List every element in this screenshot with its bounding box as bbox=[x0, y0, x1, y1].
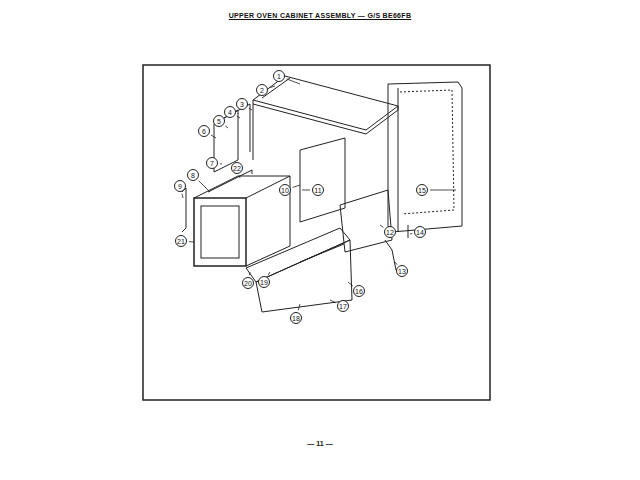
side-shield bbox=[340, 190, 392, 252]
callout-number: 13 bbox=[396, 265, 408, 277]
leader-line bbox=[293, 185, 300, 187]
leader-line bbox=[249, 108, 252, 110]
leader-line bbox=[395, 262, 397, 265]
leader-line bbox=[211, 135, 216, 138]
callout-number: 6 bbox=[198, 125, 210, 137]
bottom-trim bbox=[246, 228, 350, 282]
leader-line bbox=[268, 272, 270, 275]
leader-line bbox=[237, 116, 240, 118]
leader-line bbox=[225, 126, 228, 128]
callout-number: 17 bbox=[337, 300, 349, 312]
rear-frame-left bbox=[398, 88, 399, 232]
callout-number: 5 bbox=[213, 115, 225, 127]
callout-number: 10 bbox=[279, 184, 291, 196]
top-panel-edge bbox=[253, 100, 398, 134]
support bbox=[253, 104, 254, 160]
leader-line bbox=[270, 86, 275, 88]
leader-line bbox=[199, 181, 210, 192]
frame-border bbox=[143, 65, 490, 400]
callout-number: 9 bbox=[174, 180, 186, 192]
callout-number: 21 bbox=[175, 235, 187, 247]
side-strip bbox=[182, 188, 186, 232]
callout-number: 22 bbox=[231, 162, 243, 174]
leader-line bbox=[286, 79, 300, 84]
top-panel bbox=[253, 76, 398, 130]
liner-opening bbox=[201, 206, 239, 258]
trim-line bbox=[300, 244, 344, 262]
side-panel bbox=[300, 138, 345, 222]
leader-line bbox=[410, 233, 412, 234]
callout-number: 3 bbox=[236, 98, 248, 110]
page-title: UPPER OVEN CABINET ASSEMBLY — G/S BE66FB bbox=[229, 12, 412, 19]
rear-panel bbox=[388, 82, 462, 232]
callout-number: 2 bbox=[256, 84, 268, 96]
leader-line bbox=[302, 190, 310, 191]
callout-number: 15 bbox=[416, 184, 428, 196]
callout-number: 18 bbox=[290, 312, 302, 324]
leader-line bbox=[249, 272, 251, 275]
leader-line bbox=[298, 304, 300, 310]
page-number: — 11 — bbox=[307, 440, 332, 447]
leader-line bbox=[182, 194, 183, 198]
callout-number: 14 bbox=[414, 226, 426, 238]
liner-body bbox=[194, 176, 290, 266]
leader-line bbox=[220, 163, 222, 164]
liner-edge bbox=[246, 176, 290, 198]
leader-line bbox=[189, 241, 194, 242]
left-bracket-inner bbox=[224, 104, 250, 152]
callout-number: 11 bbox=[312, 184, 324, 196]
liner-flange bbox=[208, 170, 252, 192]
callout-number: 19 bbox=[258, 276, 270, 288]
leader-line bbox=[330, 300, 336, 303]
callout-number: 20 bbox=[242, 277, 254, 289]
callout-number: 4 bbox=[224, 106, 236, 118]
leader-line bbox=[430, 190, 456, 191]
lower-panel bbox=[256, 240, 352, 312]
rear-panel-detail bbox=[400, 90, 454, 214]
callout-number: 12 bbox=[384, 226, 396, 238]
leader-line bbox=[348, 282, 353, 286]
callout-number: 1 bbox=[273, 70, 285, 82]
leader-line bbox=[239, 176, 241, 178]
rear-frame-foot bbox=[408, 225, 409, 238]
callout-number: 7 bbox=[206, 157, 218, 169]
liner-front bbox=[194, 198, 246, 266]
callout-number: 8 bbox=[187, 169, 199, 181]
leader-line bbox=[380, 225, 383, 227]
callout-number: 16 bbox=[353, 285, 365, 297]
